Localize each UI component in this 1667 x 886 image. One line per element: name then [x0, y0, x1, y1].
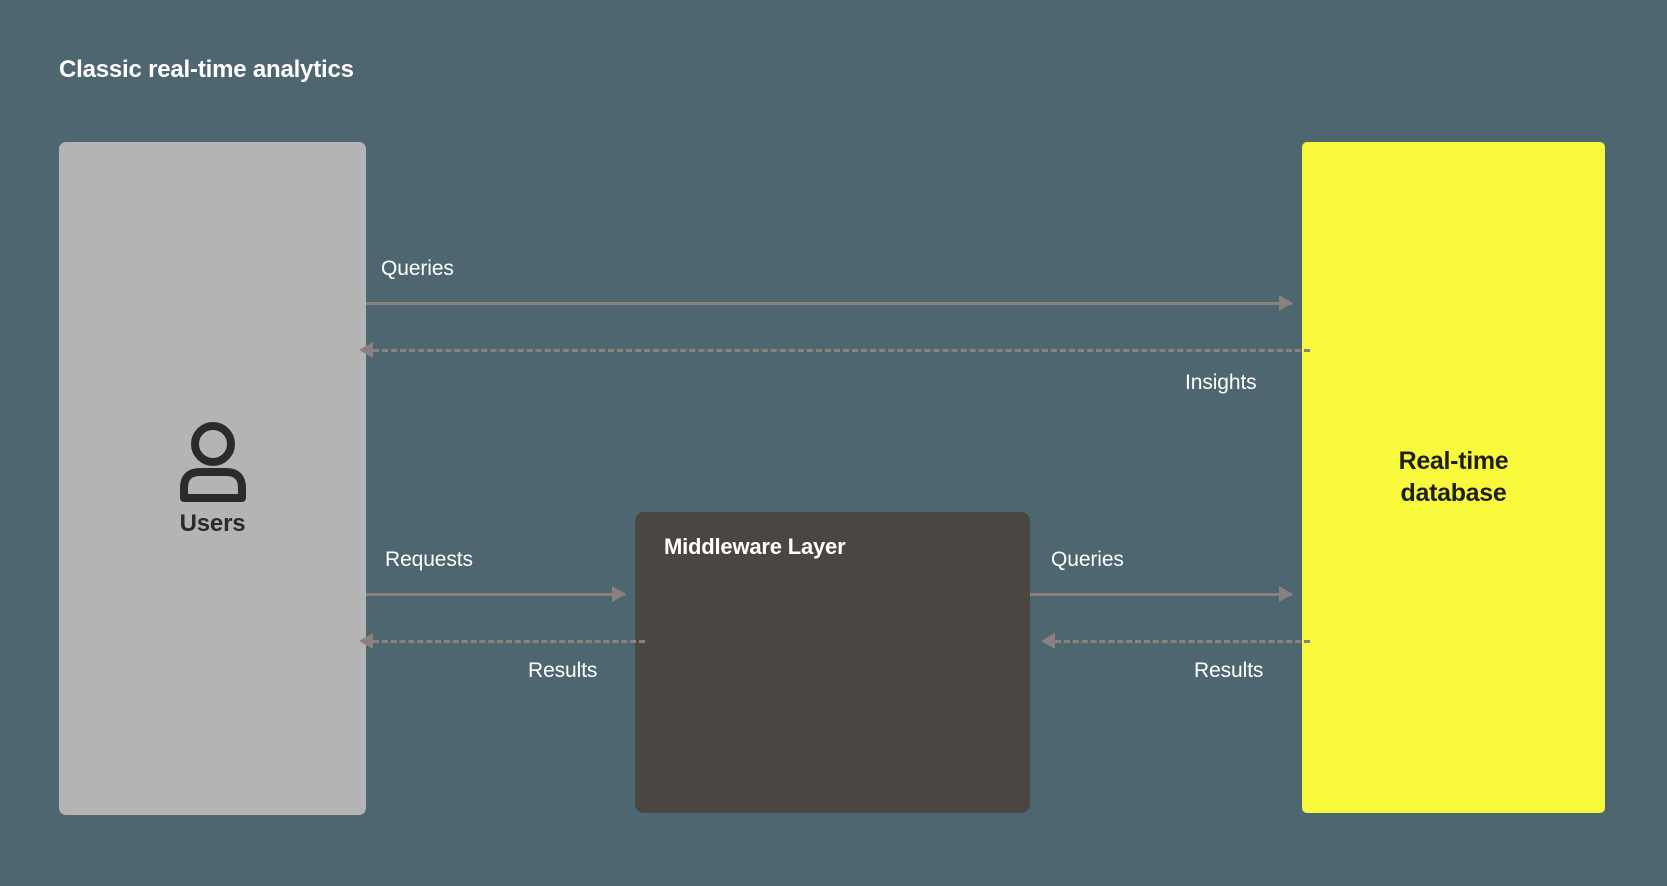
edge-line: [366, 593, 625, 596]
edge-label-queries-middleware-database: Queries: [1051, 548, 1124, 571]
edge-users-to-middleware-requests: [366, 586, 626, 602]
arrowhead-right-icon: [1279, 586, 1293, 602]
edge-line: [373, 640, 645, 643]
node-users[interactable]: Users: [59, 142, 366, 815]
edge-label-requests: Requests: [385, 548, 473, 571]
edge-database-to-users-insights: [359, 342, 1310, 358]
edge-label-insights: Insights: [1185, 371, 1257, 394]
edge-line: [1055, 640, 1310, 643]
edge-users-to-database-queries: [366, 295, 1293, 311]
edge-database-to-middleware-results: [1041, 633, 1310, 649]
edge-middleware-to-users-results: [359, 633, 645, 649]
arrowhead-right-icon: [612, 586, 626, 602]
edge-line: [373, 349, 1310, 352]
user-icon: [179, 421, 246, 502]
node-middleware[interactable]: Middleware Layer: [635, 512, 1030, 813]
edge-label-queries-users-database: Queries: [381, 257, 454, 280]
node-database-label: Real-time database: [1399, 446, 1509, 510]
edge-label-results-middleware-users: Results: [528, 659, 598, 682]
arrowhead-left-icon: [359, 342, 373, 358]
page-title: Classic real-time analytics: [59, 56, 354, 83]
arrowhead-right-icon: [1279, 295, 1293, 311]
edge-middleware-to-database-queries: [1030, 586, 1293, 602]
node-database-label-line1: Real-time: [1398, 446, 1509, 475]
node-middleware-label: Middleware Layer: [664, 534, 846, 559]
arrowhead-left-icon: [359, 633, 373, 649]
node-database[interactable]: Real-time database: [1302, 142, 1605, 813]
arrowhead-left-icon: [1041, 633, 1055, 649]
node-database-label-line2: database: [1400, 478, 1507, 507]
edge-line: [1030, 593, 1292, 596]
edge-label-results-database-middleware: Results: [1194, 659, 1264, 682]
edge-line: [366, 302, 1292, 305]
node-users-label: Users: [179, 509, 246, 537]
